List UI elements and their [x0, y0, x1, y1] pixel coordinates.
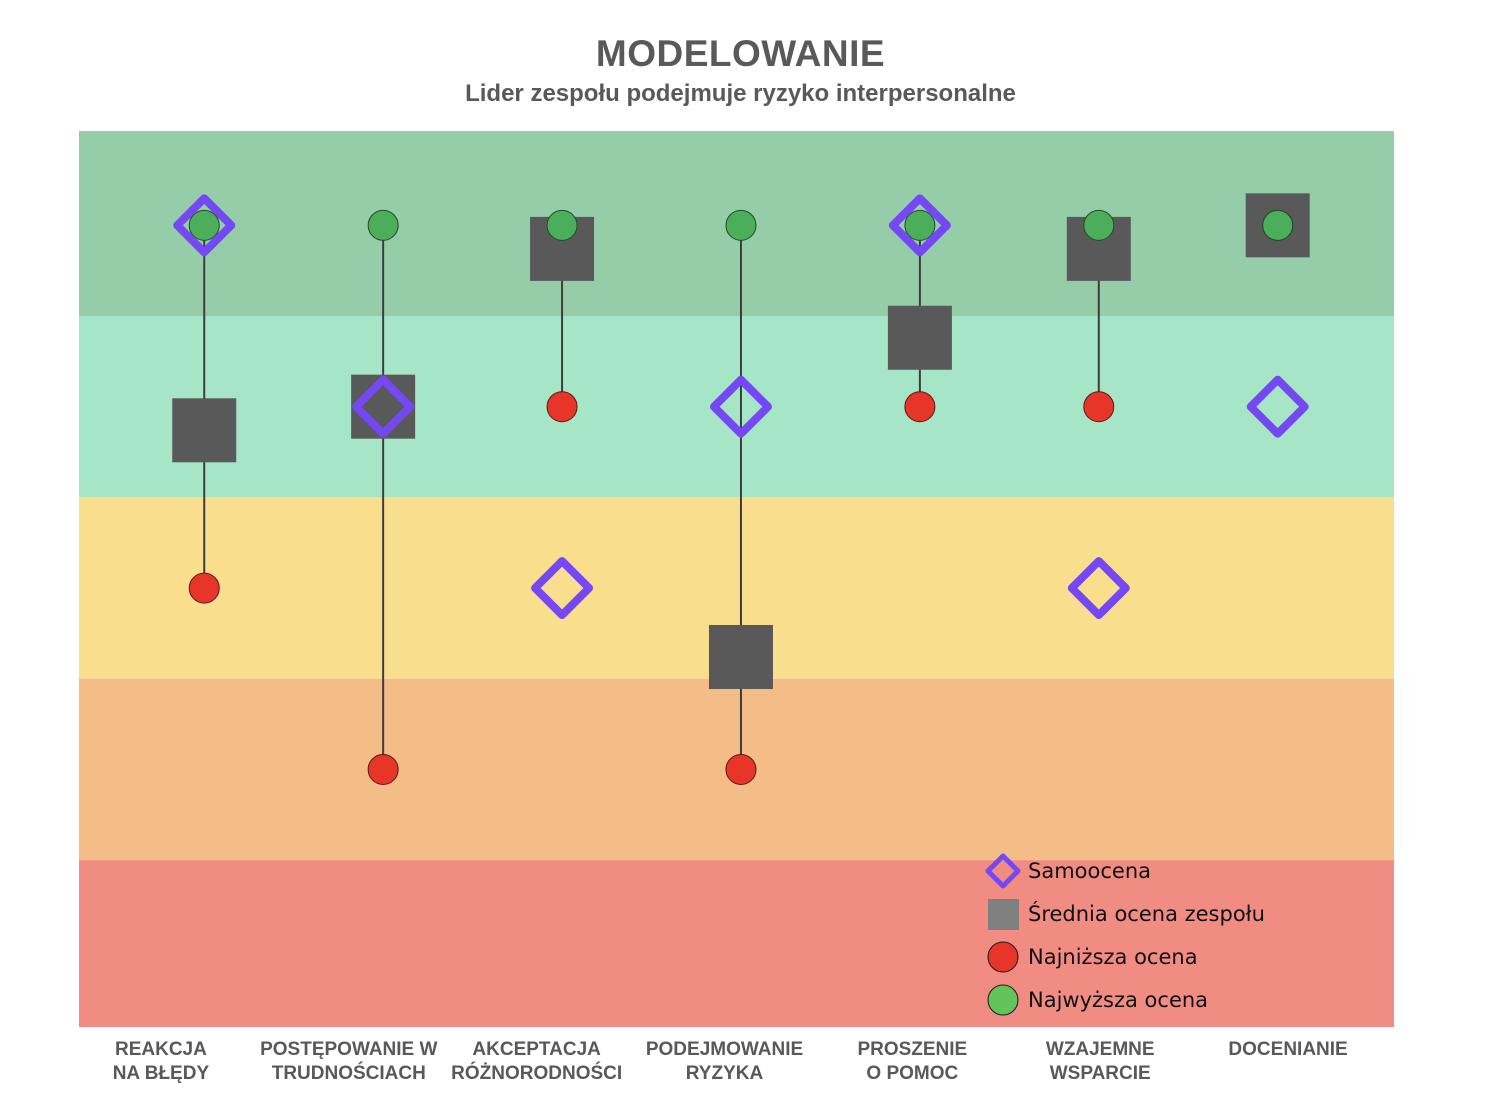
- band-1: [79, 316, 1394, 498]
- max-point: [367, 209, 399, 241]
- min-point: [546, 391, 578, 423]
- max-point: [1083, 209, 1115, 241]
- background-bands: [79, 131, 1394, 1027]
- x-tick-label: O POMOC: [866, 1063, 958, 1084]
- legend-circle-icon: [987, 941, 1019, 973]
- legend-circle-icon: [987, 984, 1019, 1016]
- x-tick-label: REAKCJA: [115, 1039, 207, 1060]
- self-assessment-markers: [173, 194, 1309, 620]
- min-point: [188, 572, 220, 604]
- max-point: [904, 209, 936, 241]
- min-max-markers: [188, 209, 1294, 785]
- min-point: [725, 753, 757, 785]
- legend-label: Samoocena: [1028, 859, 1151, 883]
- chart-title: MODELOWANIE: [595, 33, 886, 74]
- x-tick-label: WSPARCIE: [1050, 1063, 1151, 1084]
- self-assessment-point: [173, 194, 236, 257]
- x-tick-label: RÓŻNORODNOŚCI: [451, 1062, 622, 1084]
- x-tick-label: WZAJEMNE: [1046, 1039, 1155, 1060]
- x-tick-label: NA BŁĘDY: [113, 1063, 210, 1084]
- band-4: [79, 860, 1394, 1027]
- self-assessment-point: [1246, 375, 1309, 438]
- self-assessment-point: [1067, 557, 1130, 620]
- max-point: [725, 209, 757, 241]
- chart-subtitle: Lider zespołu podejmuje ryzyko interpers…: [465, 80, 1016, 107]
- average-point: [172, 398, 237, 463]
- min-point: [904, 391, 936, 423]
- legend-label: Najniższa ocena: [1028, 945, 1198, 969]
- legend-label: Średnia ocena zespołu: [1028, 901, 1265, 926]
- max-point: [188, 209, 220, 241]
- average-markers: [172, 193, 1310, 689]
- legend-label: Najwyższa ocena: [1028, 988, 1208, 1012]
- x-tick-label: PODEJMOWANIE: [646, 1039, 803, 1060]
- x-tick-label: RYZYKA: [686, 1063, 764, 1084]
- self-assessment-point: [709, 375, 772, 438]
- x-axis-labels: REAKCJA NA BŁĘDY POSTĘPOWANIE WTRUDNOŚCIAC…: [113, 1039, 1348, 1084]
- max-point: [1262, 209, 1294, 241]
- x-tick-label: DOCENIANIE: [1228, 1039, 1347, 1060]
- x-tick-label: AKCEPTACJA: [472, 1039, 601, 1060]
- legend-square-icon: [988, 899, 1019, 930]
- x-tick-label: TRUDNOŚCIACH: [272, 1062, 426, 1084]
- x-tick-label: PROSZENIE: [857, 1039, 967, 1060]
- average-point: [708, 624, 773, 689]
- min-point: [1083, 391, 1115, 423]
- self-assessment-point: [888, 194, 951, 257]
- max-point: [546, 209, 578, 241]
- min-point: [367, 753, 399, 785]
- legend-diamond-icon: [985, 853, 1021, 889]
- average-point: [351, 374, 416, 439]
- average-point: [887, 305, 952, 370]
- self-assessment-point: [352, 375, 415, 438]
- x-tick-label: POSTĘPOWANIE W: [260, 1039, 437, 1060]
- self-assessment-point: [531, 557, 594, 620]
